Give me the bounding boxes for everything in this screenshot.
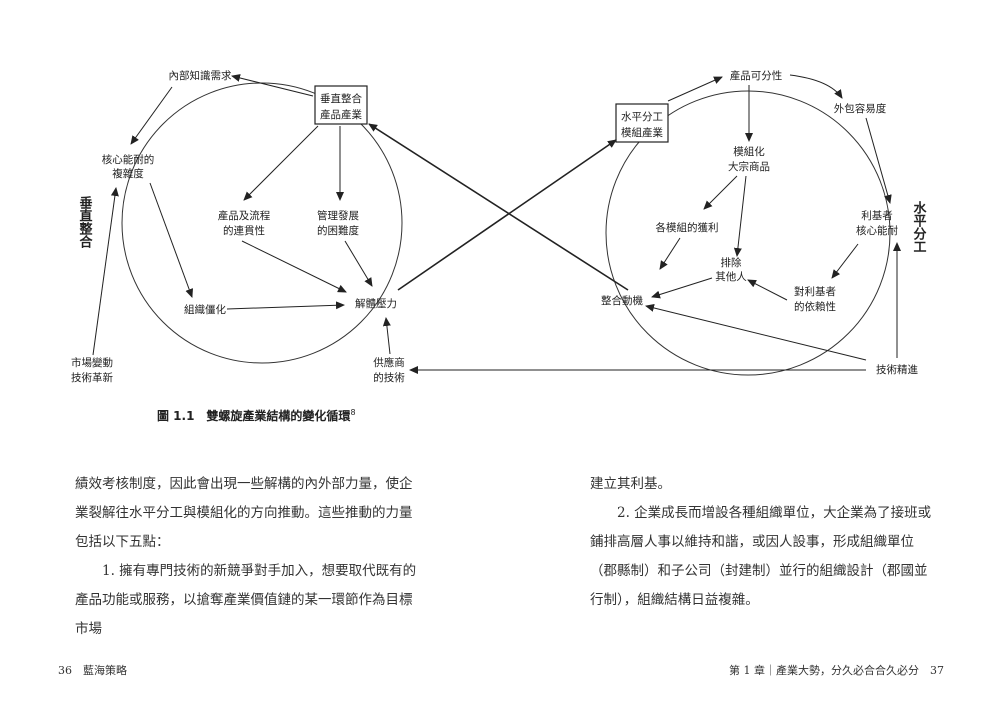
vertical-box-line-2: 產品產業 [320,108,362,121]
node-disintegration-pressure: 解體壓力 [355,297,397,310]
right-side-label: 水平分工 [911,200,927,253]
arrow-box-to-knowledge [231,74,314,97]
node-supplier-2: 的技術 [373,371,405,384]
arrow-pressure-to-horizontal-box [397,139,617,291]
arrow-dependence-to-exclude [747,279,788,301]
node-exclude-2: 其他人 [715,270,747,283]
node-modular-2: 大宗商品 [728,160,770,173]
vertical-box-line-1: 垂直整合 [320,92,362,105]
double-helix-diagram: 垂直整合 水平分工 垂直整合 產品產業 內部知識需求 核心能耐的 複雜度 產品及… [71,69,927,384]
arrow-tech-to-integration [645,304,867,361]
arrow-box-to-divisibility [667,76,723,102]
horizontal-box-line-2: 模組產業 [621,126,663,139]
node-core-complexity-2: 複雜度 [112,167,144,180]
arrow-mgmt-to-pressure [344,240,373,287]
arrow-consistency-to-pressure [241,240,347,293]
footer-left: 36 藍海策略 [58,664,127,677]
paragraph-right-2: 2. 企業成長而增設各種組織單位，大企業為了接班或鋪排高層人事以維持和諧，或因人… [590,505,932,608]
arrow-modular-to-profit [703,175,738,210]
node-modular-1: 模組化 [733,145,765,158]
footer-right: 第 1 章｜產業大勢，分久必合合久必分 37 [729,664,944,677]
arrow-core-to-rigidity [149,182,193,298]
node-niche-1: 利基者 [861,209,893,222]
left-cycle-circle [121,82,403,364]
node-consistency-2: 的連貫性 [223,224,265,237]
node-exclude-1: 排除 [721,256,742,269]
arrow-modular-to-exclude [733,175,747,257]
arrow-integration-to-vertical-box [368,123,629,291]
node-consistency-1: 產品及流程 [218,209,271,222]
arrow-outsourcing-to-niche [865,117,892,204]
left-column-text: 績效考核制度，因此會出現一些解構的內外部力量，使企業裂解往水平分工與模組化的方向… [75,470,420,644]
arrow-knowledge-to-core [130,86,173,145]
right-cycle-circle [605,90,891,376]
node-internal-knowledge: 內部知識需求 [169,69,232,82]
node-rigidity: 組織僵化 [184,303,226,316]
right-column-text: 建立其利基。 2. 企業成長而增設各種組織單位，大企業為了接班或鋪排高層人事以維… [590,470,935,615]
left-side-label: 垂直整合 [77,195,94,249]
arrow-box-to-consistency [243,125,319,201]
arrow-divisibility-to-outsourcing [789,74,843,99]
paragraph-left-2: 1. 擁有專門技術的新競爭對手加入，想要取代既有的產品功能或服務，以搶奪產業價值… [75,563,417,637]
node-core-complexity-1: 核心能耐的 [102,153,155,166]
node-dependence-1: 對利基者 [794,285,836,298]
node-integration-motive: 整合動機 [601,294,643,307]
arrow-rigidity-to-pressure [226,301,345,310]
node-divisibility: 產品可分性 [730,69,783,82]
node-outsourcing: 外包容易度 [834,102,887,115]
horizontal-division-box [615,103,669,143]
paragraph-right-1: 建立其利基。 [590,476,671,492]
node-niche-2: 核心能耐 [856,224,898,237]
figure-caption: 圖 1.1 雙螺旋產業結構的變化循環8 [157,407,356,424]
paragraph-left-1: 績效考核制度，因此會出現一些解構的內外部力量，使企業裂解往水平分工與模組化的方向… [75,476,413,550]
node-dependence-2: 的依賴性 [794,300,836,313]
vertical-integration-box [314,85,368,125]
arrow-niche-to-dependence [831,243,859,279]
node-module-profit: 各模組的獲利 [656,221,719,234]
arrow-market-to-core [92,187,119,356]
horizontal-box-line-1: 水平分工 [621,111,663,123]
node-market-2: 技術革新 [71,371,113,384]
node-supplier-1: 供應商 [373,356,405,369]
arrow-exclude-to-integration [651,277,713,299]
node-tech-progress: 技術精進 [876,363,918,376]
arrow-profit-to-integration [659,237,681,270]
arrow-supplier-to-pressure [382,317,391,355]
node-market-1: 市場變動 [71,356,113,369]
figure-footnote-mark: 8 [350,408,356,417]
node-mgmt-difficulty-2: 的困難度 [317,224,359,237]
figure-caption-label: 圖 1.1 雙螺旋產業結構的變化循環 [157,409,351,423]
node-mgmt-difficulty-1: 管理發展 [317,209,359,222]
